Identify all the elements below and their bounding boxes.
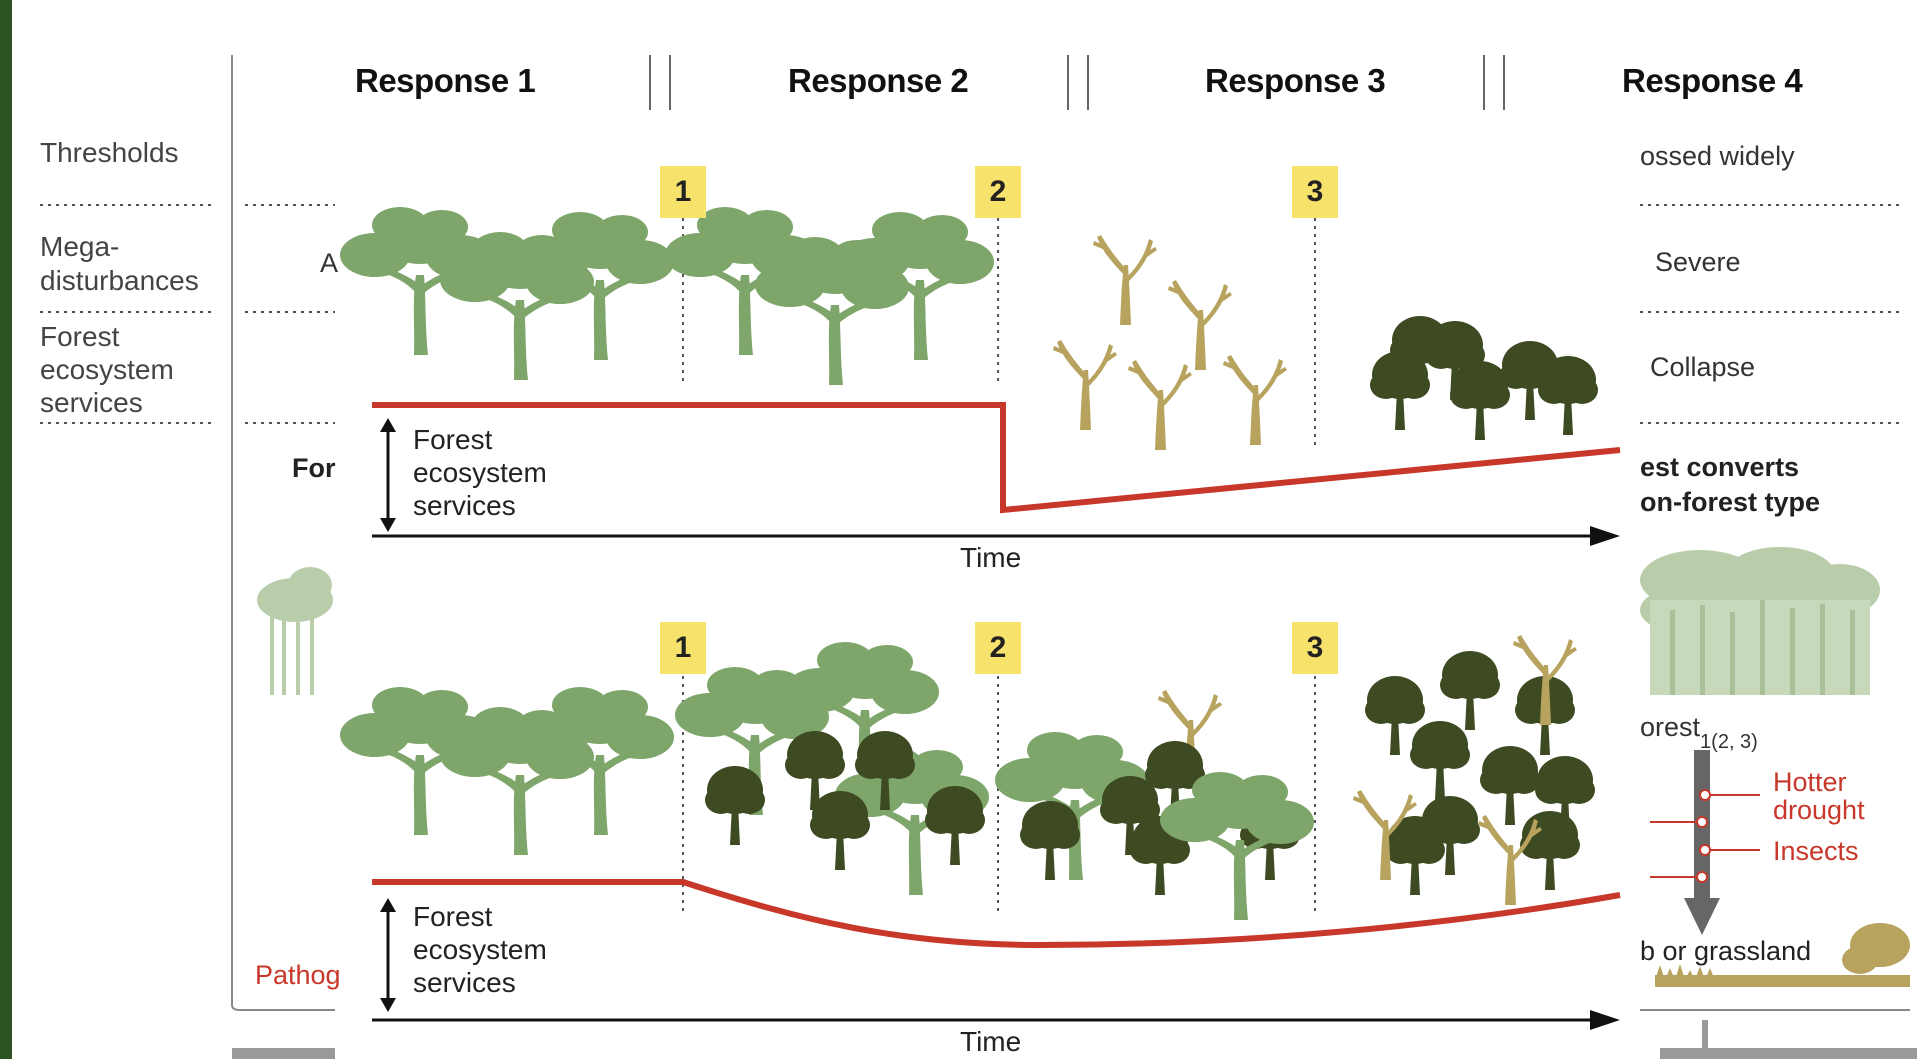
- right-forest-label: orest1(2, 3): [1640, 712, 1758, 743]
- right-services: Collapse: [1650, 352, 1755, 383]
- threshold-badge-top-1: 1: [660, 166, 706, 218]
- right-insects: Insects: [1773, 836, 1859, 867]
- right-converts-1: est converts: [1640, 452, 1799, 483]
- bottom-axis-label-3: services: [413, 966, 516, 999]
- fragment-mega-left: A: [320, 248, 338, 279]
- top-axis-label-3: services: [413, 489, 516, 522]
- bottom-strip-right: [1660, 1048, 1917, 1059]
- bottom-time-label: Time: [960, 1026, 1021, 1058]
- header-response-1: Response 1: [355, 62, 535, 100]
- bottom-strip-left: [232, 1048, 342, 1059]
- faded-forest-right: [1640, 547, 1880, 695]
- bottom-axis-label-1: Forest: [413, 900, 492, 933]
- top-axis-label-2: ecosystem: [413, 456, 547, 489]
- row-label-fes-2: ecosystem: [40, 353, 174, 386]
- top-time-label: Time: [960, 542, 1021, 574]
- right-grassland: b or grassland: [1640, 936, 1811, 967]
- threshold-badge-bottom-1: 1: [660, 622, 706, 674]
- right-hotter-2: drought: [1773, 796, 1865, 824]
- row-label-fes-3: services: [40, 386, 143, 419]
- top-axis-label-1: Forest: [413, 423, 492, 456]
- header-response-2: Response 2: [788, 62, 968, 100]
- right-forest-text: orest: [1640, 712, 1700, 742]
- row-label-mega-1: Mega-: [40, 230, 119, 263]
- bottom-axis-label-2: ecosystem: [413, 933, 547, 966]
- row-label-thresholds: Thresholds: [40, 136, 179, 169]
- row-label-mega-2: disturbances: [40, 264, 199, 297]
- fragment-forest-left: For: [292, 453, 336, 484]
- threshold-badge-top-2: 2: [975, 166, 1021, 218]
- right-converts-2: on-forest type: [1640, 487, 1820, 518]
- right-hotter-1: Hotter: [1773, 768, 1847, 796]
- threshold-badge-top-3: 3: [1292, 166, 1338, 218]
- right-thresholds: ossed widely: [1640, 141, 1795, 172]
- header-response-4: Response 4: [1622, 62, 1802, 100]
- threshold-badge-bottom-2: 2: [975, 622, 1021, 674]
- bottom-strip-stem: [1702, 1020, 1708, 1050]
- header-response-3: Response 3: [1205, 62, 1385, 100]
- row-label-fes-1: Forest: [40, 320, 119, 353]
- right-mega: Severe: [1655, 247, 1741, 278]
- fragment-pathog: Pathog: [255, 960, 341, 991]
- right-forest-sub: 1(2, 3): [1700, 731, 1758, 753]
- threshold-badge-bottom-3: 3: [1292, 622, 1338, 674]
